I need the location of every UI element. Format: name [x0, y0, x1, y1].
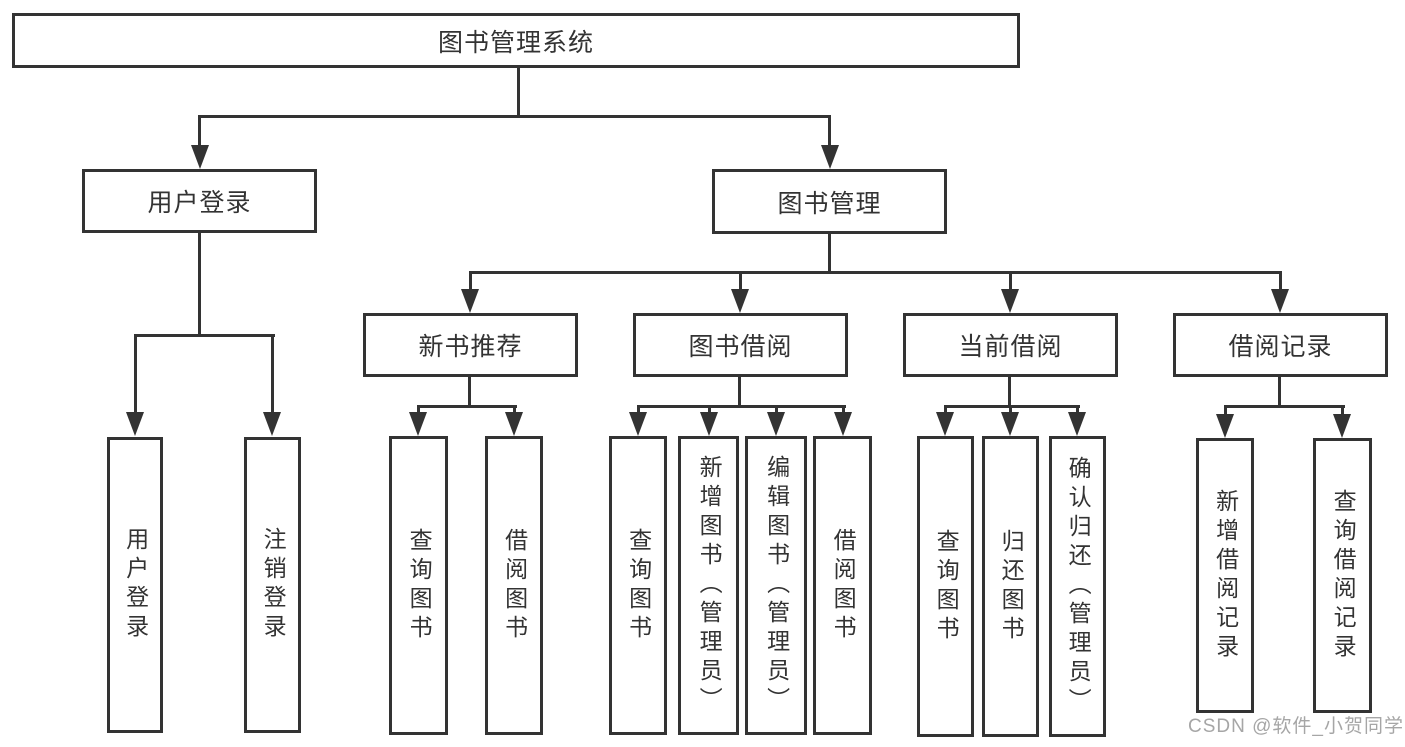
arrowhead-down-icon [461, 289, 479, 313]
node-current-borrowing: 当前借阅 [903, 313, 1118, 377]
connector-line [1009, 405, 1012, 415]
connector-line [469, 271, 472, 291]
node-label: 图书借阅 [688, 333, 793, 361]
node-label: 当前借阅 [958, 333, 1063, 361]
arrowhead-down-icon [834, 412, 852, 436]
connector-line [517, 68, 520, 118]
leaf-query-books-current: 查询图书 [917, 436, 974, 737]
connector-line [1008, 377, 1011, 408]
arrowhead-down-icon [409, 412, 427, 436]
connector-line [944, 405, 947, 415]
connector-line [775, 405, 778, 415]
connector-line [134, 334, 275, 337]
connector-line [469, 271, 1282, 274]
connector-line [1009, 271, 1012, 291]
arrowhead-down-icon [731, 289, 749, 313]
node-label: 图书管理系统 [437, 28, 594, 57]
leaf-label: 查询借阅记录 [1330, 488, 1357, 663]
connector-line [637, 405, 846, 408]
arrowhead-down-icon [821, 145, 839, 169]
connector-line [513, 405, 516, 415]
node-library-system: 图书管理系统 [12, 13, 1020, 68]
node-label: 新书推荐 [418, 333, 523, 361]
leaf-label: 注销登录 [260, 527, 287, 643]
node-book-borrowing: 图书借阅 [633, 313, 848, 377]
leaf-label: 借阅图书 [501, 527, 528, 644]
node-user-login: 用户登录 [82, 169, 317, 233]
connector-line [738, 377, 741, 408]
arrowhead-down-icon [191, 145, 209, 169]
arrowhead-down-icon [767, 412, 785, 436]
connector-line [828, 115, 831, 147]
leaf-label: 编辑图书（管理员） [763, 455, 790, 716]
arrowhead-down-icon [1333, 414, 1351, 438]
connector-line [417, 405, 420, 415]
leaf-label: 新增借阅记录 [1212, 488, 1239, 663]
connector-line [198, 115, 201, 147]
leaf-confirm-return-admin: 确认归还（管理员） [1049, 436, 1106, 737]
node-new-book-recommend: 新书推荐 [363, 313, 578, 377]
arrowhead-down-icon [1001, 289, 1019, 313]
connector-line [198, 233, 201, 337]
leaf-add-book-admin: 新增图书（管理员） [678, 436, 739, 735]
leaf-label: 查询图书 [625, 527, 652, 644]
leaf-query-borrow-record: 查询借阅记录 [1313, 438, 1372, 713]
leaf-add-borrow-record: 新增借阅记录 [1196, 438, 1254, 713]
connector-line [1224, 405, 1345, 408]
leaf-label: 借阅图书 [830, 527, 857, 644]
leaf-return-book: 归还图书 [982, 436, 1039, 737]
node-label: 借阅记录 [1228, 333, 1333, 361]
node-label: 图书管理 [777, 189, 882, 218]
connector-line [1224, 405, 1227, 416]
node-borrowing-records: 借阅记录 [1173, 313, 1388, 377]
arrowhead-down-icon [263, 412, 281, 436]
arrowhead-down-icon [1271, 289, 1289, 313]
arrowhead-down-icon [936, 412, 954, 436]
leaf-label: 用户登录 [122, 527, 149, 643]
leaf-borrow-books-recommend: 借阅图书 [485, 436, 543, 735]
leaf-label: 查询图书 [933, 528, 960, 645]
leaf-query-books-recommend: 查询图书 [389, 436, 448, 735]
arrowhead-down-icon [700, 412, 718, 436]
connector-line [637, 405, 640, 415]
connector-line [944, 405, 1080, 408]
leaf-label: 查询图书 [406, 527, 433, 644]
leaf-label: 新增图书（管理员） [696, 455, 723, 716]
connector-line [1341, 405, 1344, 416]
connector-line [468, 377, 471, 408]
arrowhead-down-icon [505, 412, 523, 436]
watermark: CSDN @软件_小贺同学 [1188, 716, 1404, 737]
arrowhead-down-icon [629, 412, 647, 436]
leaf-user-login: 用户登录 [107, 437, 163, 733]
connector-line [1278, 377, 1281, 408]
connector-line [828, 234, 831, 274]
connector-line [708, 405, 711, 415]
connector-line [134, 334, 137, 414]
leaf-label: 确认归还（管理员） [1065, 456, 1092, 717]
connector-line [417, 405, 517, 408]
arrowhead-down-icon [126, 412, 144, 436]
arrowhead-down-icon [1216, 414, 1234, 438]
node-book-management: 图书管理 [712, 169, 947, 234]
leaf-logout: 注销登录 [244, 437, 301, 733]
node-label: 用户登录 [147, 189, 252, 217]
connector-line [1076, 405, 1079, 415]
leaf-label: 归还图书 [998, 528, 1025, 645]
arrowhead-down-icon [1001, 412, 1019, 436]
arrowhead-down-icon [1068, 412, 1086, 436]
leaf-borrow-books-borrowing: 借阅图书 [813, 436, 872, 735]
connector-line [271, 334, 274, 414]
connector-line [739, 271, 742, 291]
connector-line [199, 115, 831, 118]
connector-line [1279, 271, 1282, 291]
connector-line [842, 405, 845, 415]
leaf-edit-book-admin: 编辑图书（管理员） [745, 436, 807, 735]
leaf-query-books-borrowing: 查询图书 [609, 436, 667, 735]
